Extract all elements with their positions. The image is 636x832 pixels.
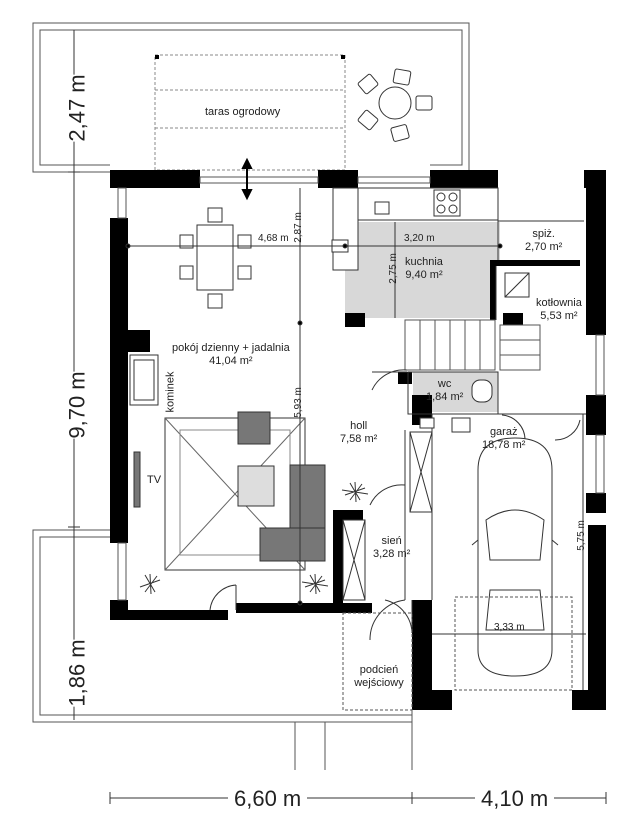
dim-287: 2,87 m [292, 212, 304, 243]
room-kotlownia-name: kotłownia [536, 297, 582, 309]
windows [117, 176, 605, 601]
dim-outer-left-mid: 9,70 m [64, 371, 91, 439]
pergola [154, 54, 346, 171]
car [471, 437, 559, 677]
outdoor-table-set [357, 68, 433, 142]
room-holl: holl 7,58 m² [340, 420, 377, 446]
room-spiz: spiż. 2,70 m² [525, 228, 562, 254]
room-spiz-name: spiż. [532, 228, 555, 240]
kominek-label: kominek [164, 371, 177, 413]
dim-575: 5,75 m [575, 520, 587, 551]
room-wc-area: 1,84 m² [426, 391, 464, 403]
boiler-unit [504, 272, 530, 298]
lower-terrace-outline [32, 529, 413, 770]
entrance-porch [342, 596, 573, 711]
room-podcien-name: podcień wejściowy [354, 664, 404, 689]
kitchen-counters [331, 187, 499, 271]
dim-outer-bottom-left: 6,60 m [228, 786, 308, 812]
wc-fixtures [419, 379, 493, 433]
room-wc-name: wc [437, 378, 452, 390]
stairs [404, 319, 541, 371]
dim-593: 5,93 m [292, 387, 304, 418]
plants [139, 481, 369, 595]
dining-set [179, 207, 252, 309]
room-pokoj-area: 41,04 m² [209, 355, 253, 367]
room-holl-name: holl [350, 420, 368, 432]
room-pokoj-name: pokój dzienny + jadalnia [172, 342, 290, 354]
entrance-cabinets [342, 431, 433, 601]
dim-333: 3,33 m [494, 622, 525, 633]
pergola-posts [155, 55, 345, 59]
room-spiz-area: 2,70 m² [525, 241, 563, 253]
room-wc: wc 1,84 m² [426, 378, 463, 404]
terrace-door-arrow [241, 157, 253, 201]
room-kotlownia: kotłownia 5,53 m² [536, 297, 582, 323]
room-kuchnia: kuchnia 9,40 m² [405, 256, 443, 282]
dim-outer-left-top: 2,47 m [64, 74, 91, 142]
room-pokoj: pokój dzienny + jadalnia 41,04 m² [172, 342, 290, 368]
room-holl-area: 7,58 m² [340, 433, 378, 445]
walls [110, 170, 606, 710]
dim-468: 4,68 m [258, 233, 289, 244]
dimension-lines [125, 188, 586, 690]
room-garaz-area: 18,78 m² [482, 439, 526, 451]
room-taras-name: taras ogrodowy [205, 106, 281, 118]
room-kuchnia-name: kuchnia [405, 256, 443, 268]
room-garaz: garaż 18,78 m² [482, 426, 525, 452]
room-sien: sień 3,28 m² [373, 535, 410, 561]
room-taras: taras ogrodowy [205, 106, 280, 119]
room-sien-name: sień [381, 535, 402, 547]
outer-dimension-lines [68, 30, 607, 804]
room-garaz-name: garaż [489, 426, 518, 438]
dim-275: 2,75 m [387, 253, 399, 284]
room-kuchnia-area: 9,40 m² [405, 269, 443, 281]
dim-320: 3,20 m [404, 233, 435, 244]
dim-outer-left-bottom: 1,86 m [64, 639, 91, 707]
dim-outer-bottom-right: 4,10 m [475, 786, 555, 812]
room-kotlownia-area: 5,53 m² [540, 310, 578, 322]
room-podcien: podcień wejściowy [350, 664, 408, 690]
room-sien-area: 3,28 m² [373, 548, 411, 560]
living-room-furniture [129, 354, 326, 571]
tv-label: TV [147, 474, 162, 486]
